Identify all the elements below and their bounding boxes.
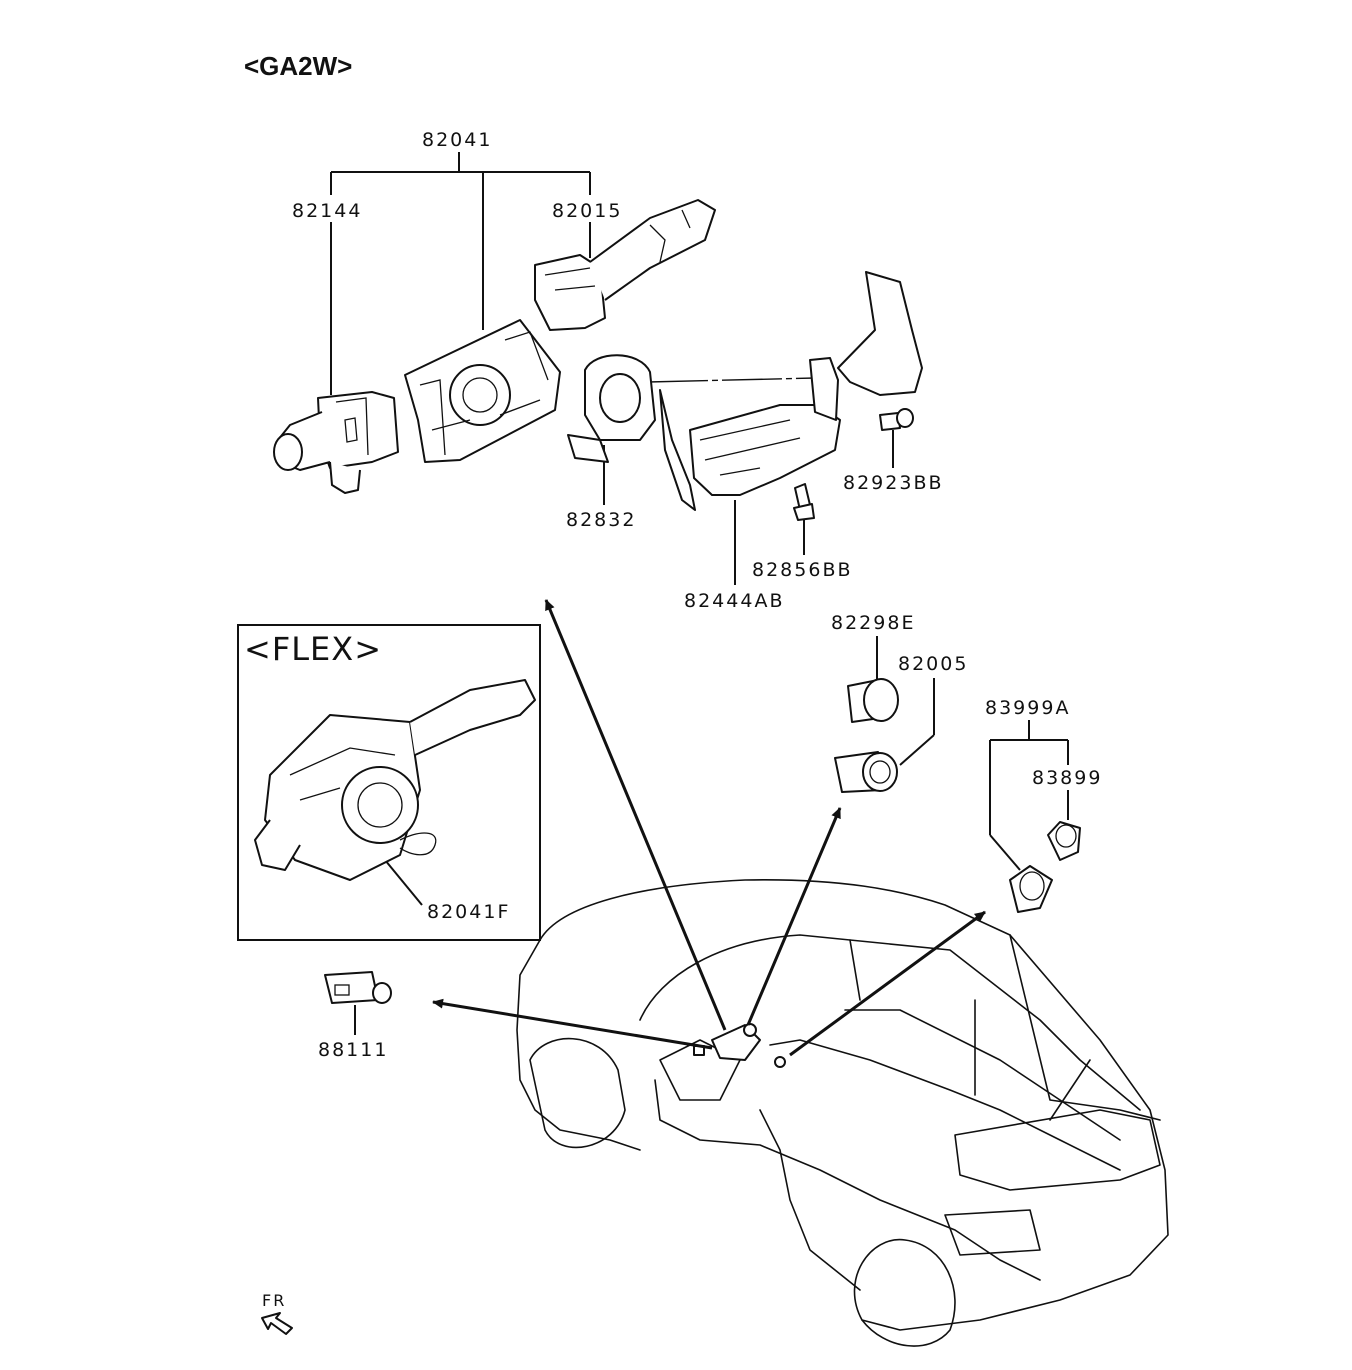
label-82856BB: 82856BB <box>752 559 853 581</box>
label-82298E: 82298E <box>831 612 915 634</box>
label-82144: 82144 <box>292 200 362 222</box>
flex-inset-title: <FLEX> <box>244 630 382 668</box>
label-82015: 82015 <box>552 200 622 222</box>
switch-83899-drawing <box>1047 821 1081 861</box>
label-83899: 83899 <box>1032 767 1102 789</box>
label-82041F: 82041F <box>427 901 510 923</box>
label-83999A: 83999A <box>985 697 1070 719</box>
column-cover-82444AB-drawing <box>659 271 923 511</box>
direction-label: FR <box>262 1291 286 1310</box>
switch-88111-drawing <box>324 971 392 1004</box>
label-88111: 88111 <box>318 1039 388 1061</box>
label-82005: 82005 <box>898 653 968 675</box>
label-82444AB: 82444AB <box>684 590 784 612</box>
label-82832: 82832 <box>566 509 636 531</box>
locator-arrows <box>432 599 986 1057</box>
switch-82144-drawing <box>273 391 399 494</box>
switch-82298E-drawing <box>847 678 899 723</box>
front-direction-arrow-icon <box>261 1312 293 1335</box>
switch-82005-drawing <box>834 751 898 793</box>
dashboard-switch-cluster <box>693 1023 786 1068</box>
column-switch-82041-drawing <box>404 319 561 463</box>
clock-spring-82832-drawing <box>567 354 656 463</box>
label-82041: 82041 <box>422 129 492 151</box>
screw-82923BB-drawing <box>879 408 914 431</box>
variant-title: <GA2W> <box>244 51 352 81</box>
clip-82856BB-drawing <box>793 483 815 521</box>
leader-lines-upper <box>330 152 1069 1035</box>
label-82923BB: 82923BB <box>843 472 944 494</box>
column-switch-82041F-drawing <box>254 679 536 881</box>
flex-inset-box <box>237 624 541 941</box>
switch-83999A-drawing <box>1009 865 1053 913</box>
switch-82015-drawing <box>534 199 716 331</box>
vehicle-outline <box>516 878 1169 1347</box>
